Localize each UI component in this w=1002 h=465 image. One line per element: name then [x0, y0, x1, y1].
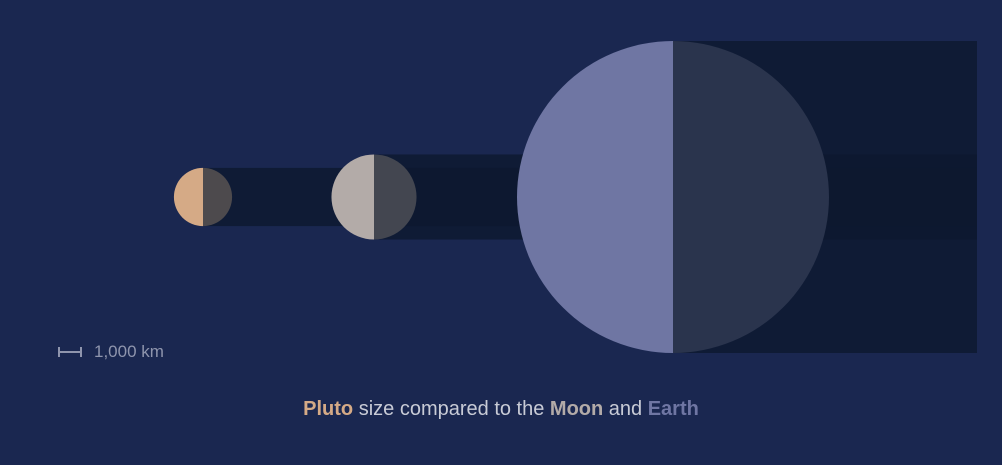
caption-earth: Earth [647, 398, 699, 420]
moon-dark-half [374, 154, 417, 240]
earth-lit-half [517, 41, 673, 353]
caption-pluto: Pluto [303, 398, 354, 420]
earth-dark-half [673, 41, 829, 353]
scale-legend: 1,000 km [58, 341, 164, 363]
scale-label: 1,000 km [94, 342, 164, 361]
pluto-dark-half [203, 167, 233, 227]
moon-lit-half [331, 154, 374, 240]
pluto-lit-half [173, 167, 203, 227]
caption-moon: Moon [549, 398, 604, 420]
caption-text-2: and [603, 398, 648, 420]
caption-text-1: size compared to the [353, 398, 550, 420]
scale-bar-icon [58, 347, 82, 357]
diagram-caption: Pluto size compared to the Moon and Eart… [0, 398, 1002, 421]
